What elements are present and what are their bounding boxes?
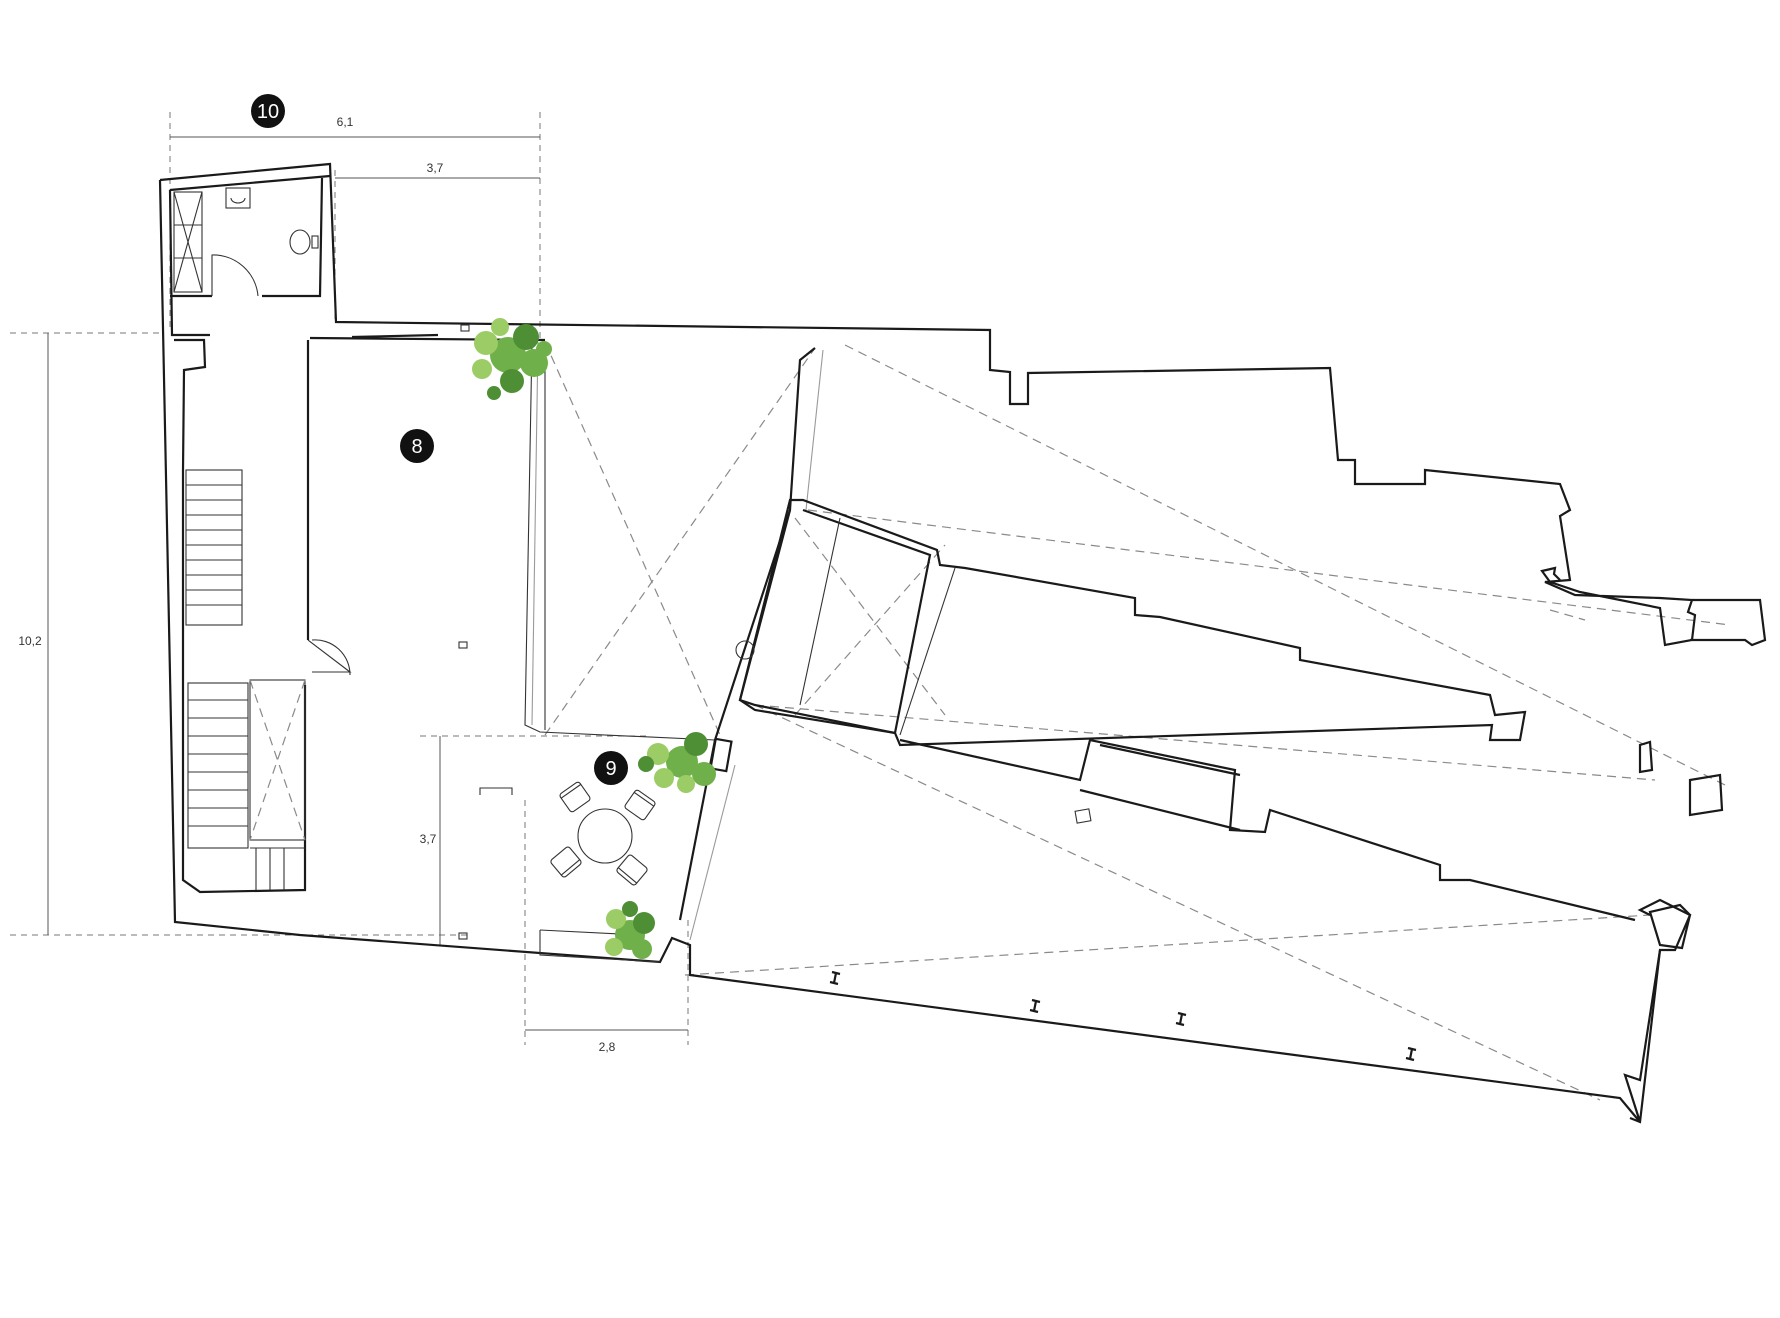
void-dashed-lines: [544, 341, 1731, 1101]
dimension-labels: 6,1 3,7 10,2 3,7 2,8: [18, 115, 615, 1054]
dimension-lines: [10, 112, 689, 1045]
beam-markers: [829, 970, 1417, 1062]
patio-table-set: [550, 781, 656, 886]
dim-label-patio-width: 2,8: [599, 1040, 616, 1054]
columns: [458, 324, 1092, 940]
svg-text:9: 9: [605, 758, 616, 780]
sink-icon: [225, 187, 251, 209]
dim-label-top-total: 6,1: [337, 115, 354, 129]
beam-icon: [1175, 1011, 1187, 1027]
table-icon: [577, 808, 633, 864]
dim-label-top-partial: 3,7: [427, 161, 444, 175]
tap-icon: [479, 787, 513, 795]
plant-icon: [472, 318, 552, 400]
chair-icon: [616, 854, 648, 886]
beam-icon: [1029, 998, 1041, 1014]
beam-icon: [829, 970, 841, 986]
dim-label-patio-height: 3,7: [420, 832, 437, 846]
chair-icon: [550, 846, 582, 878]
chair-icon: [624, 789, 656, 821]
toilet-icon: [289, 229, 319, 255]
room-badge-10: 10: [251, 94, 285, 128]
door-icon: [211, 254, 259, 297]
svg-text:10: 10: [257, 101, 279, 123]
door-icon: [307, 639, 352, 673]
dim-label-left-height: 10,2: [18, 634, 42, 648]
stair-icon: [185, 469, 243, 626]
exterior-walls: [158, 162, 1767, 1124]
room-badge-9: 9: [594, 751, 628, 785]
room-badge-8: 8: [400, 429, 434, 463]
interior-walls: [168, 174, 1636, 963]
plant-icon: [638, 732, 716, 793]
bathroom: [173, 187, 319, 297]
shower-cross: [173, 191, 203, 293]
svg-text:8: 8: [411, 436, 422, 458]
main-wall-outline: [159, 162, 1767, 647]
plant-icon: [605, 901, 655, 959]
beam-icon: [1405, 1046, 1417, 1062]
outer-envelope: [158, 179, 1692, 1123]
chair-icon: [559, 781, 591, 813]
